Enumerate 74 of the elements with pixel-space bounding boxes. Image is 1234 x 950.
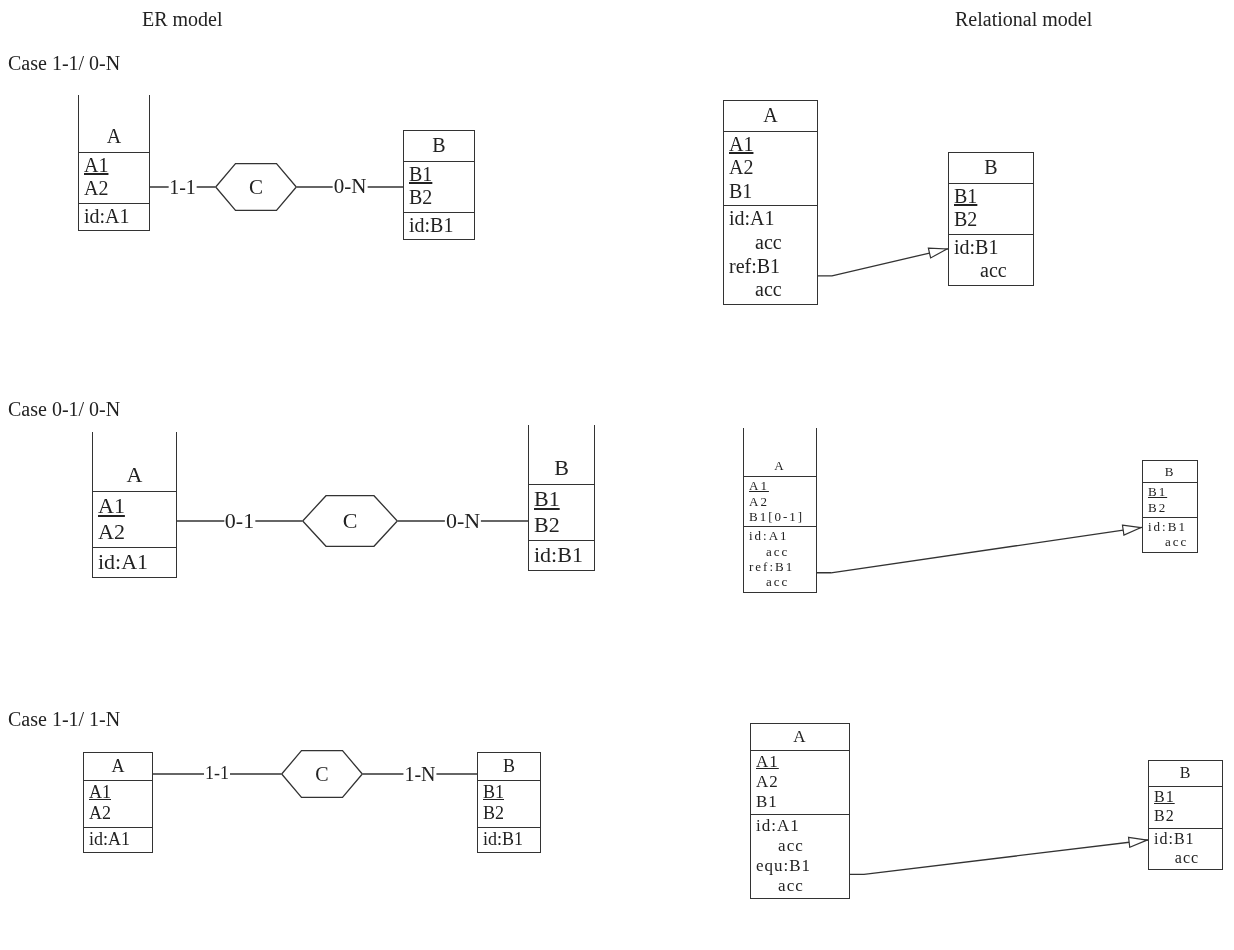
column-name: A1: [749, 478, 770, 494]
identifier-label: id:B1: [409, 213, 454, 238]
identifier-label: id:B1: [534, 541, 583, 568]
attribute-name: B1: [534, 485, 561, 512]
entity-name: B: [502, 756, 516, 778]
table-name: A: [773, 458, 787, 474]
column-name: B1: [729, 179, 754, 204]
entity-name: B: [553, 455, 570, 481]
identifier-label: id:A1: [84, 204, 130, 229]
column-name: B1[0-1]: [749, 509, 806, 525]
column-name: B1: [1154, 787, 1176, 807]
entity-name: A: [125, 462, 144, 488]
entity-box: [403, 130, 475, 241]
attribute-name: A2: [84, 177, 110, 201]
reference-arrow: [849, 836, 1149, 875]
entity-box: [477, 752, 541, 853]
attribute-name: B2: [534, 511, 561, 538]
column-name: B1: [1148, 484, 1169, 500]
entity-name: B: [431, 134, 447, 158]
case-label: Case 1-1/ 0-N: [8, 52, 121, 75]
column-name: B2: [954, 208, 979, 232]
column-name: B2: [1154, 806, 1176, 826]
attribute-name: A2: [89, 803, 112, 825]
identifier-label: id:A1: [98, 548, 149, 575]
attribute-name: A1: [89, 782, 112, 804]
entity-box: [528, 425, 595, 571]
table-name: B: [1178, 764, 1193, 783]
column-name: B2: [1148, 499, 1169, 515]
table-box: [948, 152, 1034, 286]
attribute-name: B2: [409, 186, 434, 210]
constraint-label: id:B1 acc: [1154, 829, 1200, 868]
entity-name: A: [110, 756, 126, 778]
table-name: B: [1163, 464, 1177, 480]
column-name: A1: [729, 132, 755, 157]
case-label: Case 1-1/ 1-N: [8, 708, 121, 731]
reference-arrow: [816, 524, 1143, 574]
column-heading: ER model: [142, 8, 223, 31]
column-name: A2: [749, 493, 770, 509]
relationship-hexagon: C: [215, 163, 297, 211]
table-box: [743, 428, 817, 593]
constraint-label: equ:B1 acc: [756, 856, 812, 897]
column-name: B1: [756, 792, 779, 813]
column-name: A2: [729, 156, 755, 180]
column-name: A1: [756, 752, 780, 773]
entity-name: A: [105, 125, 123, 149]
attribute-name: B1: [483, 782, 505, 804]
constraint-label: ref:B1 acc: [749, 558, 795, 590]
reference-arrow: [817, 247, 949, 277]
table-name: A: [762, 104, 779, 128]
column-heading: Relational model: [955, 8, 1093, 31]
table-box: [1148, 760, 1223, 871]
table-box: [1142, 460, 1198, 553]
constraint-label: id:B1 acc: [954, 235, 1007, 283]
identifier-label: id:A1: [89, 828, 130, 850]
constraint-label: id:B1 acc: [1148, 519, 1189, 550]
case-label: Case 0-1/ 0-N: [8, 398, 121, 421]
table-box: [750, 723, 850, 900]
attribute-name: B2: [483, 803, 505, 825]
relationship-hexagon: C: [302, 495, 398, 547]
entity-box: [92, 432, 177, 578]
attribute-name: B1: [409, 162, 434, 187]
attribute-name: A2: [98, 518, 126, 545]
attribute-name: A1: [98, 492, 126, 519]
column-name: A2: [756, 772, 780, 793]
table-box: [723, 100, 818, 305]
relationship-hexagon: C: [281, 750, 363, 798]
entity-box: [83, 752, 153, 853]
column-name: B1: [954, 184, 979, 209]
table-name: B: [983, 156, 999, 180]
identifier-label: id:B1: [483, 828, 523, 850]
attribute-name: A1: [84, 153, 110, 178]
constraint-label: ref:B1 acc: [729, 254, 782, 302]
entity-box: [78, 95, 150, 232]
table-name: A: [792, 727, 808, 748]
